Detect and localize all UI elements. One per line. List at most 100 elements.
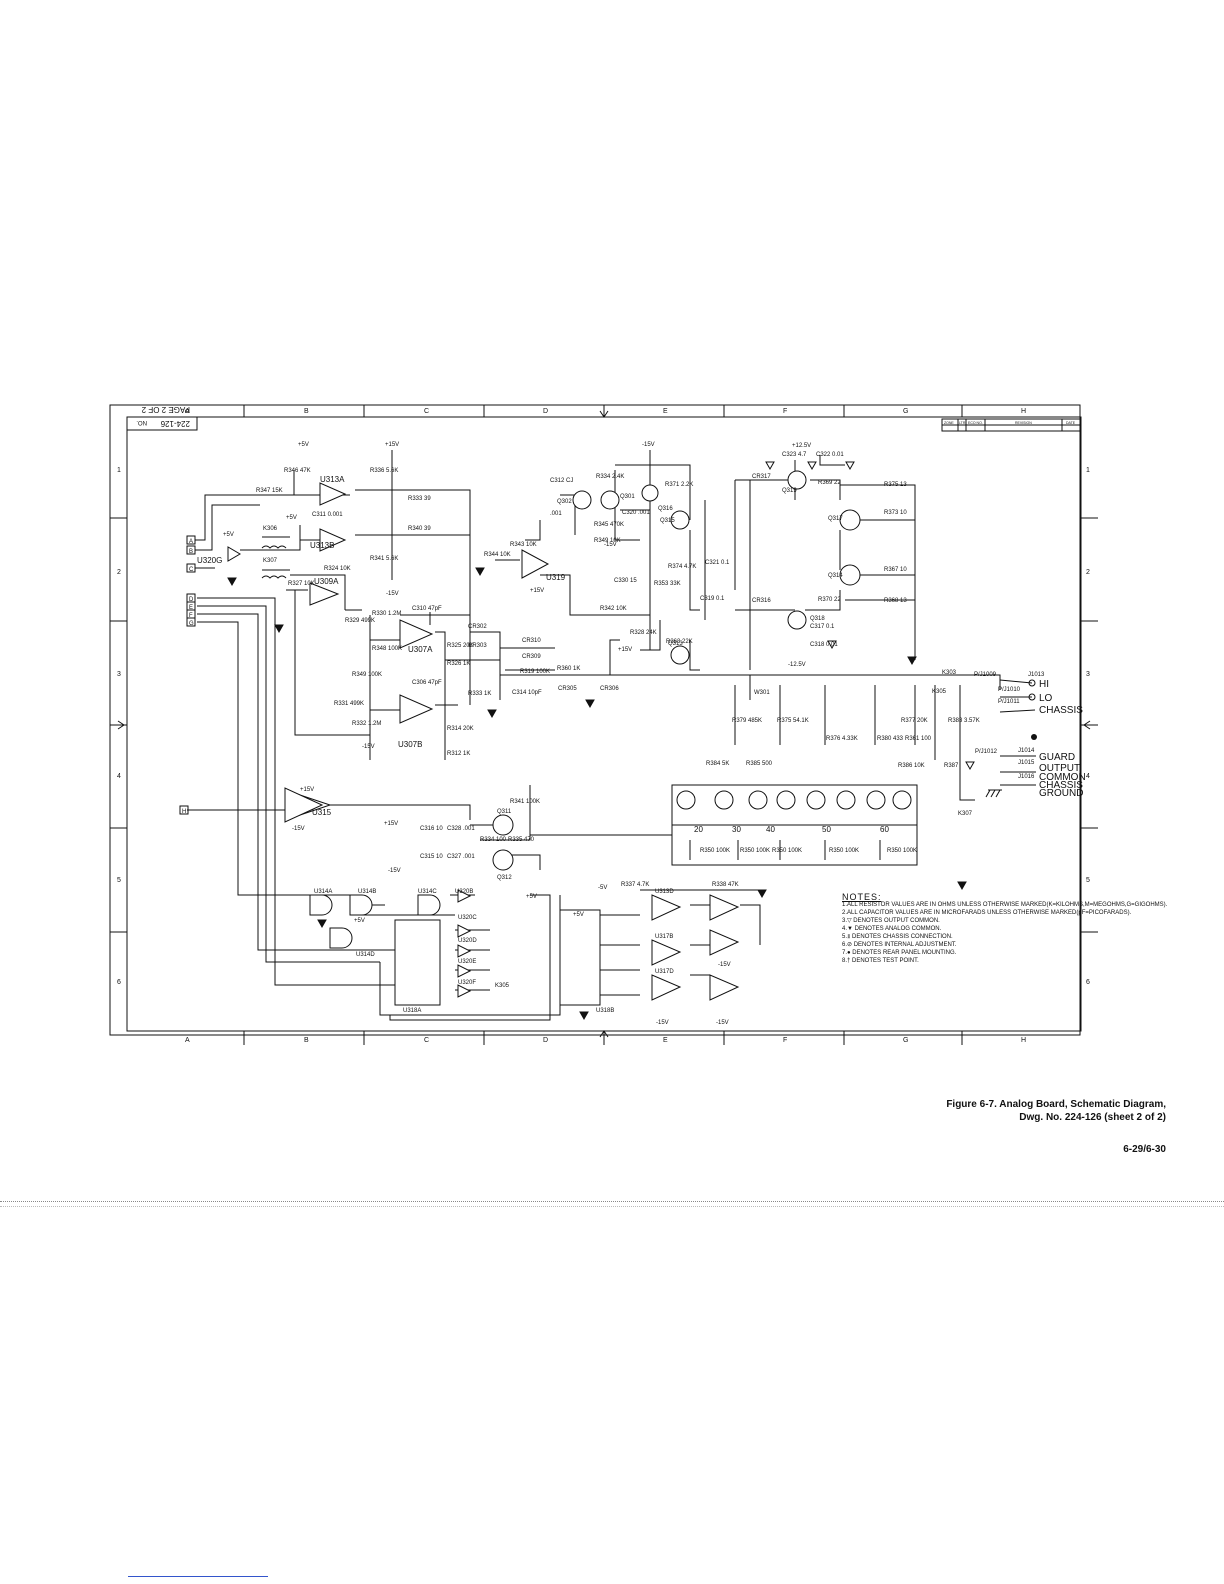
connector-f: F (189, 613, 193, 619)
note-5: 5.⫫ DENOTES CHASSIS CONNECTION. (842, 934, 953, 940)
c320-value: C320 .001 (622, 510, 650, 516)
zone-5-left: 5 (117, 877, 121, 884)
tap-50: 50 (822, 825, 831, 834)
u314c-label: U314C (418, 889, 437, 895)
p1010-label: P/J1010 (998, 687, 1021, 693)
chassis-symbol (985, 789, 1002, 798)
u318a-counter (394, 919, 441, 1006)
zone-1-right: 1 (1086, 467, 1090, 474)
u313d-opamp (651, 894, 682, 921)
analog-common-symbol (475, 567, 485, 577)
r350e-value: R350 100K (887, 848, 917, 854)
output-common-symbol (845, 461, 855, 471)
u307b-label: U307B (398, 740, 422, 749)
u317e-opamp (709, 974, 740, 1001)
dwg-number: 224-126 (160, 419, 190, 428)
r385-value: R385 500 (746, 761, 773, 767)
zone-f-bottom: F (783, 1037, 787, 1044)
tap-60: 60 (880, 825, 889, 834)
r374-value: R374 4.7K (668, 564, 696, 570)
r335-value: R335 470 (508, 837, 535, 843)
q317-label: Q317 (828, 516, 843, 522)
u315-opamp (284, 787, 324, 823)
p1011-label: P/J1011 (998, 699, 1020, 705)
notes-block: NOTES: 1.ALL RESISTOR VALUES ARE IN OHMS… (842, 893, 1168, 965)
u320b-inverter (457, 889, 472, 903)
rail-plus15-c: +15V (618, 647, 632, 653)
fet-q306 (892, 790, 912, 810)
cr310-label: CR310 (522, 638, 541, 644)
tap-40: 40 (766, 825, 775, 834)
rail-plus5-d: +5V (526, 894, 537, 900)
r341-value: R341 5.6K (370, 556, 398, 562)
r376-value: R376 4.33K (826, 736, 858, 742)
u320d-label: U320D (458, 938, 477, 944)
u307b-opamp (399, 694, 434, 724)
connector-a: A (189, 539, 193, 545)
fet-q304 (776, 790, 796, 810)
q301-transistor (600, 490, 620, 510)
caption-line-1: Figure 6-7. Analog Board, Schematic Diag… (946, 1099, 1166, 1110)
zone-d-top: D (543, 408, 548, 415)
note-2: 2.ALL CAPACITOR VALUES ARE IN MICROFARAD… (842, 910, 1132, 916)
r350b-value: R350 100K (740, 848, 770, 854)
connector-d: D (189, 597, 194, 603)
r314-value: R314 20K (447, 726, 474, 732)
r377-value: R377 20K (901, 718, 928, 724)
analog-common-symbol (274, 624, 284, 634)
cr305-label: CR305 (558, 686, 577, 692)
q312-label: Q312 (497, 875, 512, 881)
c330-value: C330 15 (614, 578, 637, 584)
terminal-chassis-2: CHASSIS (1039, 780, 1083, 791)
u317b-opamp (651, 939, 682, 966)
u319-label: U319 (546, 573, 566, 582)
rail-plus15-b: +15V (530, 588, 544, 594)
analog-common-symbol (487, 709, 497, 719)
zone-4-right: 4 (1086, 773, 1090, 780)
analog-common-symbol (957, 881, 967, 891)
terminal-guard: GUARD (1039, 752, 1075, 763)
r375b-value: R375 54.1K (777, 718, 809, 724)
connector-b: B (189, 549, 193, 555)
q311-transistor (492, 814, 514, 836)
w301-label: W301 (754, 690, 770, 696)
zone-h-bottom: H (1021, 1037, 1026, 1044)
zone-b-bottom: B (304, 1037, 309, 1044)
u314d-label: U314D (356, 952, 375, 958)
r333b-value: R333 1K (468, 691, 491, 697)
connector-g: G (189, 621, 194, 627)
note-4: 4.▼ DENOTES ANALOG COMMON. (842, 926, 942, 932)
u317c-opamp (709, 929, 740, 956)
r350d-value: R350 100K (829, 848, 859, 854)
rail-plus125: +12.5V (792, 443, 811, 449)
r353-value: R353 33K (654, 581, 681, 587)
rail-minus15-i: -15V (718, 962, 731, 968)
u313a-opamp (319, 482, 347, 506)
c319-value: C319 0.1 (700, 596, 725, 602)
c327-value: C327 .001 (447, 854, 475, 860)
u318b-label: U318B (596, 1008, 614, 1014)
analog-common-symbol (757, 889, 767, 899)
u314b-gate (349, 894, 373, 916)
u307a-opamp (399, 619, 434, 649)
zone-5-right: 5 (1086, 877, 1090, 884)
rail-minus125: -12.5V (788, 662, 806, 668)
output-common-symbol (765, 461, 775, 471)
terminal-common: COMMON (1039, 772, 1086, 783)
note-3: 3.▽ DENOTES OUTPUT COMMON. (842, 918, 940, 924)
r350c-value: R350 100K (772, 848, 802, 854)
r380-value: R380 433 (877, 736, 904, 742)
c315-value: C315 10 (420, 854, 443, 860)
j1014-label: J1014 (1018, 748, 1035, 754)
u320g-label: U320G (197, 556, 222, 565)
r336-value: R336 5.6K (370, 468, 398, 474)
c316-value: C316 10 (420, 826, 443, 832)
rail-minus15-d: -15V (604, 542, 617, 548)
q302-transistor (572, 490, 592, 510)
zone-6-left: 6 (117, 979, 121, 986)
note-1: 1.ALL RESISTOR VALUES ARE IN OHMS UNLESS… (842, 902, 1168, 908)
u313b-label: U313B (310, 541, 334, 550)
q311-label: Q311 (497, 809, 512, 815)
analog-common-symbol (317, 919, 327, 929)
r371-value: R371 2.2K (665, 482, 693, 488)
